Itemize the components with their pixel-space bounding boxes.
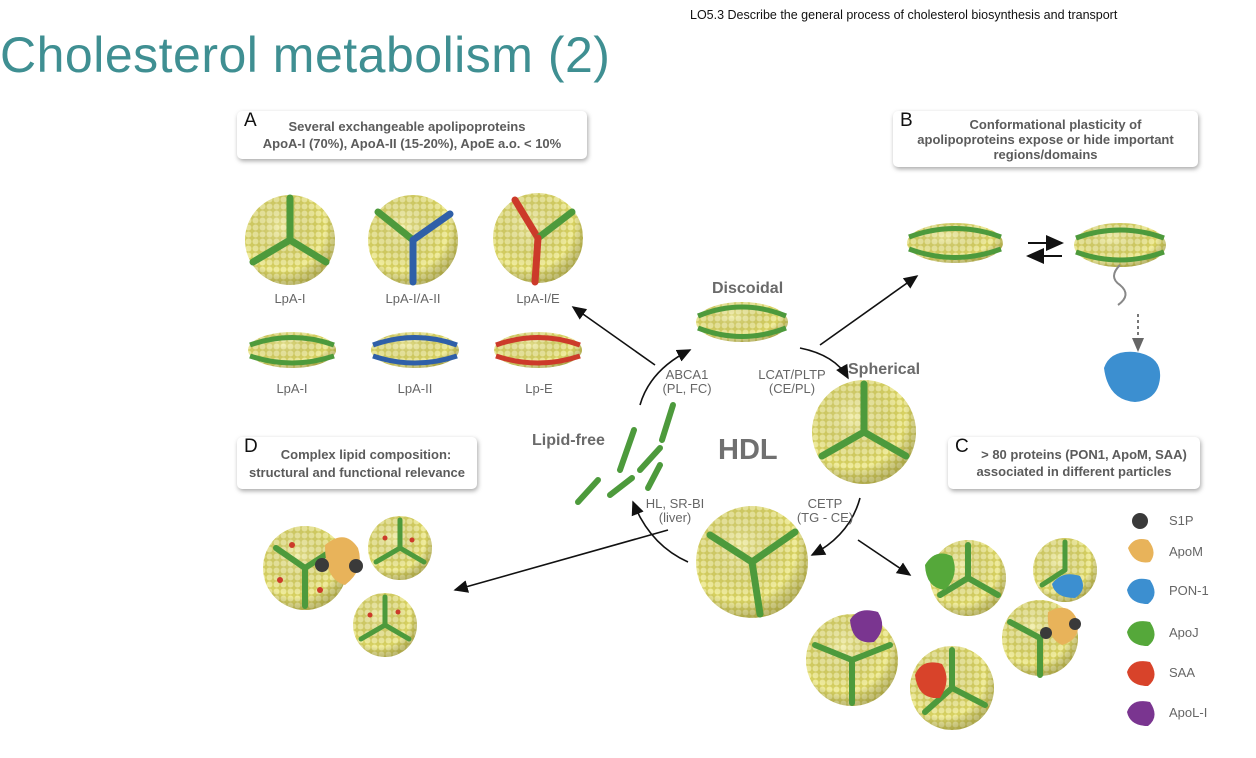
panel-a-line2: ApoA-I (70%), ApoA-II (15-20%), ApoE a.o…: [262, 136, 562, 151]
legend-s1p: S1P: [1169, 513, 1194, 528]
panel-c-letter: C: [955, 436, 969, 457]
legend-swatches: [1127, 513, 1155, 726]
page-title: Cholesterol metabolism (2): [0, 27, 611, 83]
label-discoidal: Discoidal: [712, 280, 784, 297]
label-hl-srbi-sub: (liver): [658, 510, 692, 525]
label-lpa1e-spherical: LpA-I/E: [516, 291, 560, 306]
panel-b-line1: Conformational plasticity of: [969, 117, 1142, 132]
label-cetp-sub: (TG - CE): [796, 510, 854, 525]
label-lpa1a2-spherical: LpA-I/A-II: [385, 291, 441, 306]
label-cetp: CETP: [807, 496, 843, 511]
legend-saa: SAA: [1169, 665, 1196, 680]
label-hl-srbi: HL, SR-BI: [645, 496, 705, 511]
particle-c-pon1: [1033, 538, 1097, 602]
legend-apol1: ApoL-I: [1169, 705, 1208, 720]
particle-d-1: [263, 526, 363, 610]
particle-lpa1-spherical: [245, 194, 335, 285]
label-lpa2-discoidal: LpA-II: [397, 381, 433, 396]
panel-a-letter: A: [244, 110, 257, 131]
particle-d-3: [353, 593, 417, 657]
panel-c-line2: associated in different particles: [976, 464, 1172, 479]
panel-b-line2: apolipoproteins expose or hide important: [917, 132, 1174, 147]
label-lcat-sub: (CE/PL): [768, 381, 816, 396]
panel-b-line3: regions/domains: [993, 147, 1098, 162]
label-spherical: Spherical: [848, 361, 921, 378]
panel-a-box: A Several exchangeable apolipoproteins A…: [237, 110, 587, 159]
panel-d-line2: structural and functional relevance: [248, 465, 465, 480]
particle-c-apol1: [806, 610, 898, 706]
particle-c-apom: [1002, 600, 1081, 678]
learning-objective: LO5.3 Describe the general process of ch…: [690, 8, 1118, 22]
particle-c-apoj: [925, 540, 1006, 616]
panel-b-box: B Conformational plasticity of apolipopr…: [893, 110, 1198, 167]
legend-apoj: ApoJ: [1169, 625, 1199, 640]
panel-d-letter: D: [244, 436, 258, 457]
label-lcat: LCAT/PLTP: [758, 367, 826, 382]
lipid-free-apolipoprotein: [575, 402, 676, 505]
particle-hdl-large: [696, 506, 808, 618]
panel-d-line1: Complex lipid composition:: [280, 447, 452, 462]
particle-lpa1e-spherical: [493, 193, 583, 286]
blue-protein-b: [1104, 351, 1161, 402]
label-lpa1-spherical: LpA-I: [274, 291, 306, 306]
panel-c-line1: > 80 proteins (PON1, ApoM, SAA): [981, 447, 1187, 462]
panel-b-letter: B: [900, 110, 913, 131]
particle-lpa1a2-spherical: [368, 195, 458, 286]
panel-a-line1: Several exchangeable apolipoproteins: [288, 119, 526, 134]
particle-discoidal-center: [696, 302, 788, 342]
particle-b-disc-2: [1074, 223, 1166, 306]
label-hdl: HDL: [718, 434, 778, 466]
label-lpe-discoidal: Lp-E: [525, 381, 553, 396]
label-abca1-sub: (PL, FC): [662, 381, 712, 396]
particle-lpe-discoidal: [494, 332, 582, 368]
particle-lpa2-discoidal: [371, 332, 459, 368]
label-lipid-free: Lipid-free: [532, 432, 605, 449]
panel-d-box: D Complex lipid composition: structural …: [237, 436, 477, 489]
particle-d-2: [368, 516, 432, 580]
outward-arrows: [453, 275, 919, 593]
particle-lpa1-discoidal: [248, 332, 336, 368]
label-lpa1-discoidal: LpA-I: [276, 381, 308, 396]
cycle-arrows: [631, 347, 861, 563]
label-abca1: ABCA1: [665, 367, 709, 382]
particle-c-saa: [910, 646, 994, 730]
equilibrium-arrows: [1026, 235, 1064, 264]
particle-b-disc-1: [907, 223, 1003, 263]
panel-c-box: C > 80 proteins (PON1, ApoM, SAA) associ…: [948, 436, 1200, 489]
particle-spherical-center: [812, 380, 916, 484]
legend-apom: ApoM: [1169, 544, 1203, 559]
legend-pon1: PON-1: [1169, 583, 1209, 598]
